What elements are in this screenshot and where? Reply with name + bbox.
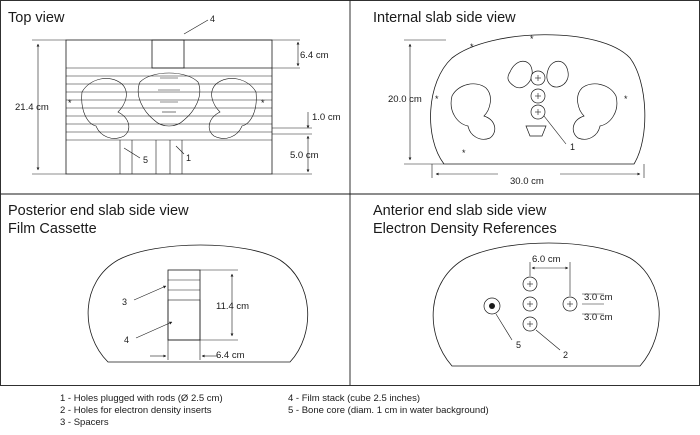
internal-phantom-outline [430,34,646,165]
posterior-panel: Posterior end slab side view Film Casset… [8,203,309,363]
top-view-panel: Top view 4 * [8,10,341,175]
leader-5-anterior [495,313,513,341]
leader-1-top [175,145,185,155]
internal-slab-panel: Internal slab side view 1 * * * * * 20.0 [373,10,646,187]
callout-4: 4 [210,14,215,24]
anterior-panel: Anterior end slab side view Electron Den… [373,203,660,367]
legend-item-4: 4 - Film stack (cube 2.5 inches) [288,393,420,404]
callout-5-anterior: 5 [516,340,521,350]
legend-item-2: 2 - Holes for electron density inserts [60,405,212,416]
internal-coccyx [525,125,547,137]
callout-1-internal: 1 [570,142,575,152]
callout-2: 2 [563,350,568,360]
dim-3-0-label-2: 3.0 cm [584,312,613,323]
dim-3-0-label-1: 3.0 cm [584,292,613,303]
rod-slots [119,140,183,174]
internal-pelvis-left [450,83,496,140]
callout-4-posterior: 4 [124,335,129,345]
callout-5-top: 5 [143,155,148,165]
posterior-title-2: Film Cassette [8,221,97,237]
marker-star-internal-3: * [435,94,439,104]
anterior-title-1: Anterior end slab side view [373,203,547,219]
leader-3 [133,285,167,301]
internal-sacrum-left [507,60,533,89]
leader-2 [535,329,561,351]
posterior-phantom-outline [87,244,309,363]
leader-4 [183,19,209,35]
dim-6-4-label: 6.4 cm [300,50,329,61]
dim-6-4p-label: 6.4 cm [216,350,245,361]
density-insert-holes [522,276,578,332]
dim-21-4-label: 21.4 cm [15,102,49,113]
pelvis-outline [81,72,257,139]
dim-20-0-label: 20.0 cm [388,94,422,105]
anterior-title-2: Electron Density References [373,221,557,237]
dim-11-4-label: 11.4 cm [216,301,249,312]
legend-item-3: 3 - Spacers [60,417,109,428]
legend-item-5: 5 - Bone core (diam. 1 cm in water backg… [288,405,489,416]
film-stack-hatch [167,299,201,341]
posterior-title-1: Posterior end slab side view [8,203,189,219]
dim-6-0-label: 6.0 cm [532,254,561,265]
callout-3: 3 [122,297,127,307]
film-stack-box [167,269,201,341]
internal-sacrum-right [546,60,569,88]
leader-1-internal [543,115,567,145]
internal-rod-holes [530,70,546,120]
legend-column-1: 1 - Holes plugged with rods (Ø 2.5 cm) 2… [60,393,223,429]
legend-item-1: 1 - Holes plugged with rods (Ø 2.5 cm) [60,393,223,404]
film-holder-top [151,39,185,69]
marker-star-right: * [261,98,265,108]
marker-star-internal-4: * [624,94,628,104]
marker-star-internal-2: * [530,34,534,44]
callout-1-top: 1 [186,153,191,163]
phantom-block [65,39,273,175]
top-view-title: Top view [8,10,65,26]
anterior-phantom-outline [432,242,660,367]
internal-slab-title: Internal slab side view [373,10,516,26]
marker-star-internal-5: * [462,148,466,158]
dim-30-0-label: 30.0 cm [510,176,544,187]
dim-1-0-label: 1.0 cm [312,112,341,123]
marker-star-left: * [68,98,72,108]
leader-4-posterior [135,321,173,339]
internal-pelvis-right [572,83,618,140]
leader-5 [123,147,141,159]
dim-5-0-label: 5.0 cm [290,150,319,161]
slab-lines [66,67,272,141]
legend-column-2: 4 - Film stack (cube 2.5 inches) 5 - Bon… [288,393,489,417]
bone-core [489,303,495,309]
marker-star-internal-1: * [470,42,474,52]
